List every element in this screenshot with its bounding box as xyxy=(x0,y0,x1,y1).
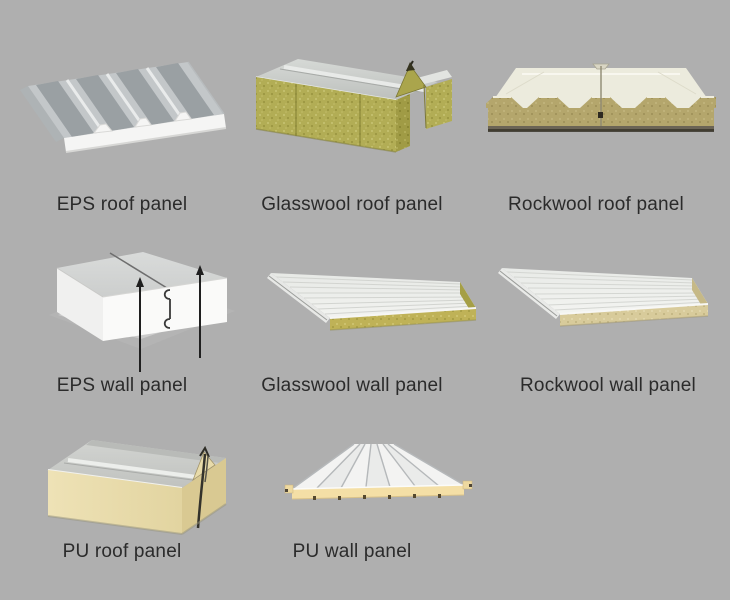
label-glasswool-wall: Glasswool wall panel xyxy=(261,375,443,396)
rockwool-roof-panel-image xyxy=(486,63,716,132)
card-rockwool-roof: Rockwool roof panel xyxy=(486,0,716,220)
pu-roof-panel-image xyxy=(47,440,227,535)
eps-roof-panel-image xyxy=(20,61,227,153)
card-glasswool-roof: Glasswool roof panel xyxy=(242,0,462,220)
label-rockwool-roof: Rockwool roof panel xyxy=(508,194,684,215)
pu-wall-panel-image xyxy=(284,443,473,500)
label-rockwool-wall: Rockwool wall panel xyxy=(520,375,696,396)
label-eps-roof: EPS roof panel xyxy=(56,194,188,215)
label-pu-wall: PU wall panel xyxy=(292,541,412,562)
card-eps-roof: EPS roof panel xyxy=(0,0,244,220)
card-pu-wall: PU wall panel xyxy=(242,408,473,600)
label-eps-wall: EPS wall panel xyxy=(56,375,188,396)
glasswool-wall-panel-image xyxy=(267,273,477,331)
card-glasswool-wall: Glasswool wall panel xyxy=(242,220,477,408)
eps-wall-panel-image xyxy=(49,252,235,372)
label-pu-roof: PU roof panel xyxy=(62,541,182,562)
rockwool-wall-panel-image xyxy=(498,268,709,327)
card-eps-wall: EPS wall panel xyxy=(0,220,244,408)
label-glasswool-roof: Glasswool roof panel xyxy=(261,194,443,215)
card-pu-roof: PU roof panel xyxy=(0,408,244,600)
glasswool-roof-panel-image xyxy=(255,59,452,153)
card-rockwool-wall: Rockwool wall panel xyxy=(486,220,730,408)
